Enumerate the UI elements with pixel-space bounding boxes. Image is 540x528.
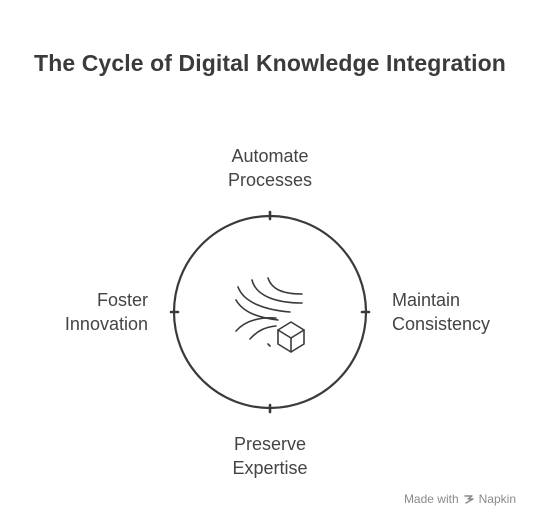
watermark-prefix: Made with <box>403 492 459 506</box>
watermark-brand: Napkin <box>478 492 516 506</box>
label-preserve-expertise: Preserve Expertise <box>170 432 370 480</box>
diagram-title: The Cycle of Digital Knowledge Integrati… <box>34 50 506 76</box>
label-top-line1: Automate <box>231 146 309 166</box>
flowing-lines-cube-icon <box>235 277 305 353</box>
cycle-circle <box>172 214 368 410</box>
napkin-watermark: Made with Napkin <box>404 492 516 506</box>
label-right-line2: Consistency <box>392 314 491 334</box>
label-maintain-consistency: Maintain Consistency <box>392 288 490 336</box>
label-bottom-line1: Preserve <box>233 434 307 454</box>
label-right-line1: Maintain <box>392 290 461 310</box>
label-automate-processes: Automate Processes <box>170 144 370 192</box>
label-bottom-line2: Expertise <box>232 458 308 478</box>
label-foster-innovation: Foster Innovation <box>0 288 148 336</box>
label-left-line1: Foster <box>96 290 148 310</box>
label-top-line2: Processes <box>227 170 313 190</box>
napkin-logo-icon <box>463 495 474 504</box>
label-left-line2: Innovation <box>64 314 148 334</box>
